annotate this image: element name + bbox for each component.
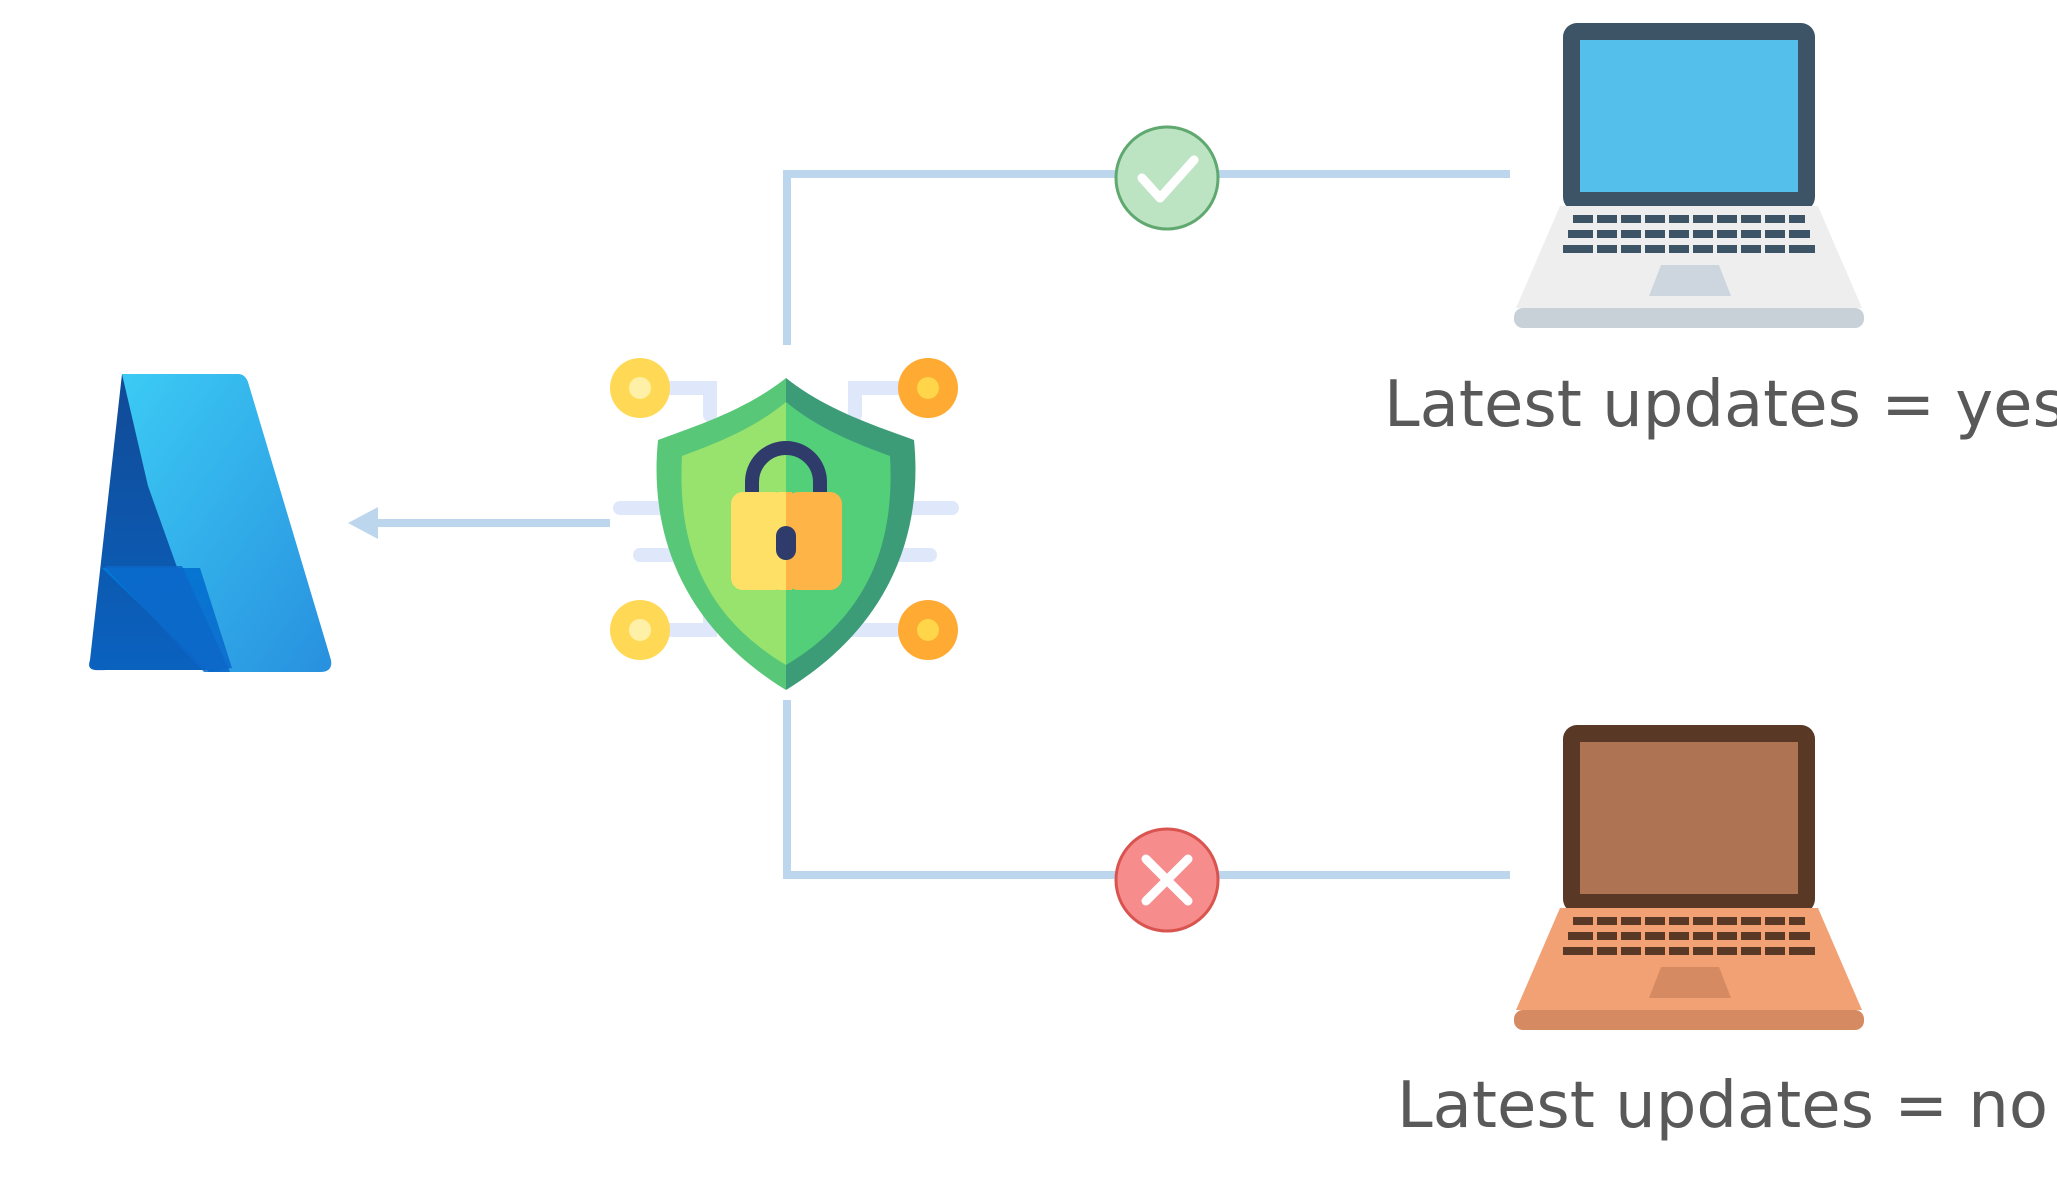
check-circle-icon (1114, 125, 1220, 231)
caption-latest-updates-yes: Latest updates = yes (1384, 368, 2057, 442)
laptop-noncompliant-screen (1580, 742, 1798, 894)
connector-bottom (783, 700, 1510, 879)
laptop-noncompliant (1514, 725, 1864, 1030)
azure-logo (89, 374, 332, 672)
shield-lock-icon (610, 358, 959, 690)
arrow-left-icon (348, 507, 378, 539)
x-circle-icon (1114, 827, 1220, 933)
circuit-nodes (610, 358, 958, 660)
connector-lines (372, 170, 1510, 879)
laptop-compliant-screen (1580, 40, 1798, 192)
laptop-compliant (1514, 23, 1864, 328)
connector-top (783, 170, 1510, 345)
caption-latest-updates-no: Latest updates = no (1397, 1069, 2048, 1143)
